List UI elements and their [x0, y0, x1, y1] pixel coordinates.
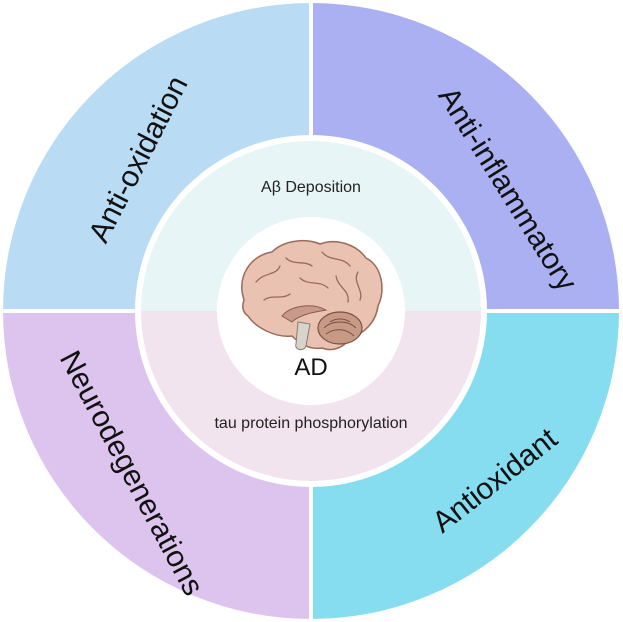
inner-label-top: Aβ Deposition	[261, 179, 361, 196]
brain-icon	[241, 239, 383, 351]
center-label: AD	[294, 354, 327, 381]
inner-label-bottom: tau protein phosphorylation	[214, 415, 407, 432]
